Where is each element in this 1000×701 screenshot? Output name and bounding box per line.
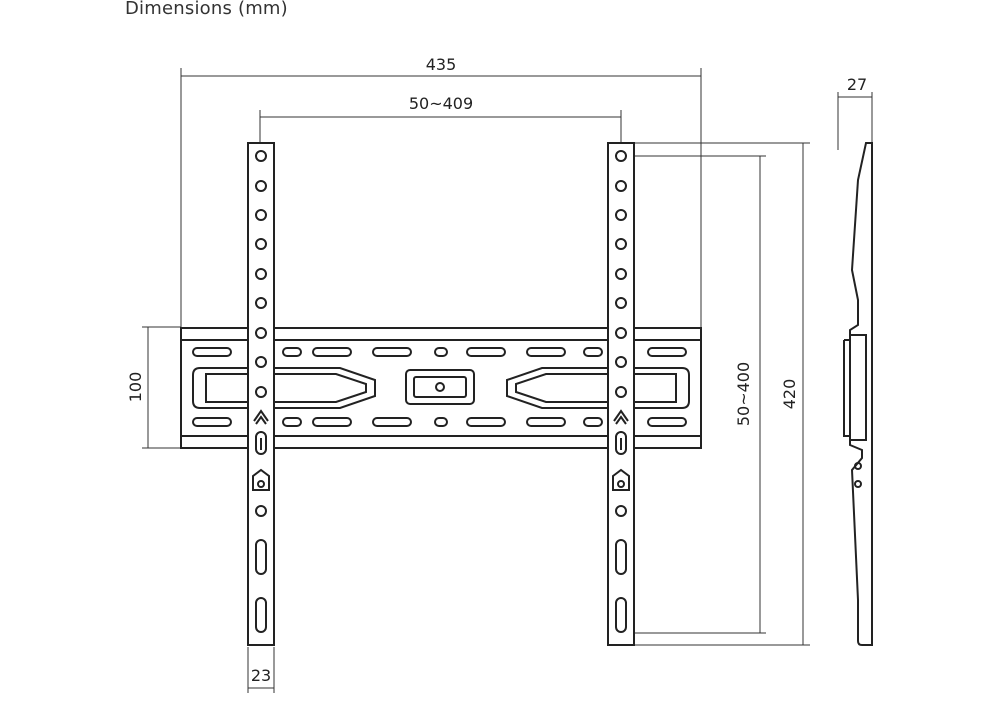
dimension-depth: 27 — [837, 75, 873, 150]
page-title: Dimensions (mm) — [125, 0, 288, 19]
lock-slot-right — [615, 431, 627, 455]
arrow-icon-right — [613, 409, 629, 425]
dimension-label-arm-width: 23 — [251, 666, 271, 685]
plate-slots-bottom — [192, 417, 687, 427]
dimension-label-hole-spacing-horizontal: 50~409 — [409, 94, 473, 113]
hook-right — [612, 468, 630, 491]
plate-slots-top — [192, 347, 687, 357]
hook-left — [252, 468, 270, 491]
arrow-icon-left — [253, 409, 269, 425]
dimension-hole-spacing-horizontal: 50~409 — [259, 94, 622, 148]
dimension-label-plate-height: 100 — [126, 372, 145, 403]
dimension-label-overall-height: 420 — [780, 379, 799, 410]
dimension-plate-height: 100 — [126, 326, 181, 449]
vertical-arm-left — [247, 142, 275, 646]
lock-slot-left — [255, 431, 267, 455]
bubble-level — [405, 369, 475, 405]
dimension-overall-height: 420 — [626, 142, 810, 646]
wall-plate — [180, 327, 702, 449]
dimension-arm-width: 23 — [247, 647, 275, 693]
dimension-overall-width: 435 — [180, 55, 702, 328]
dimension-label-depth: 27 — [847, 75, 867, 94]
side-view-profile — [843, 142, 873, 646]
plate-cutout-left — [192, 367, 376, 409]
arm-holes-right — [615, 150, 627, 398]
dimension-label-hole-spacing-vertical: 50~400 — [734, 362, 753, 426]
vertical-arm-right — [607, 142, 635, 646]
arm-holes-left — [255, 150, 267, 398]
dimension-hole-spacing-vertical: 50~400 — [626, 155, 766, 634]
plate-cutout-right — [506, 367, 690, 409]
dimension-label-overall-width: 435 — [426, 55, 457, 74]
